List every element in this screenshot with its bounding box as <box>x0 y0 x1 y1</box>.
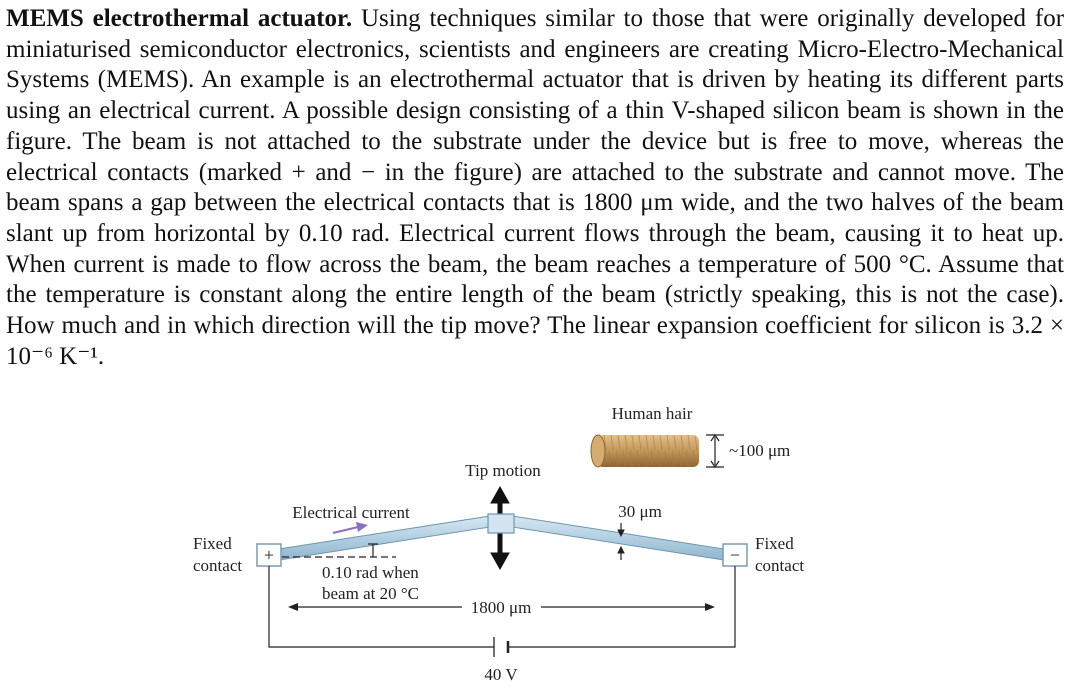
tip-motion-arrow-icon <box>490 485 510 571</box>
circuit-wire <box>268 566 736 648</box>
human-hair-label: Human hair <box>612 404 693 423</box>
thickness-arrows-icon <box>617 523 625 560</box>
tip-motion-label: Tip motion <box>465 461 541 480</box>
current-arrow-icon <box>332 522 368 534</box>
electrical-current-label: Electrical current <box>292 503 410 522</box>
angle-label-line2: beam at 20 °C <box>322 584 419 603</box>
fixed-contact-right-line2: contact <box>755 556 804 575</box>
span-dimension <box>288 603 715 611</box>
fixed-contact-left-line2: contact <box>193 556 242 575</box>
fixed-contact-right-line1: Fixed <box>755 534 794 553</box>
voltage-label: 40 V <box>484 665 518 684</box>
angle-reference-lines <box>282 543 396 558</box>
battery-icon <box>493 637 510 657</box>
minus-symbol: − <box>730 545 740 565</box>
plus-symbol: + <box>264 545 274 565</box>
hair-size-dimension <box>706 433 724 469</box>
fixed-contact-left-line1: Fixed <box>193 534 232 553</box>
positive-contact: + <box>256 543 282 567</box>
thickness-label: 30 μm <box>618 502 662 521</box>
span-label: 1800 μm <box>471 598 532 617</box>
negative-contact: − <box>722 543 748 567</box>
problem-body: Using techniques similar to those that w… <box>6 5 1065 370</box>
problem-title: MEMS electrothermal actuator. <box>6 5 353 32</box>
hair-size-label: ~100 μm <box>729 441 790 460</box>
problem-text: MEMS electrothermal actuator. Using tech… <box>6 4 1064 372</box>
human-hair-icon <box>590 434 699 468</box>
angle-label-line1: 0.10 rad when <box>322 563 419 582</box>
